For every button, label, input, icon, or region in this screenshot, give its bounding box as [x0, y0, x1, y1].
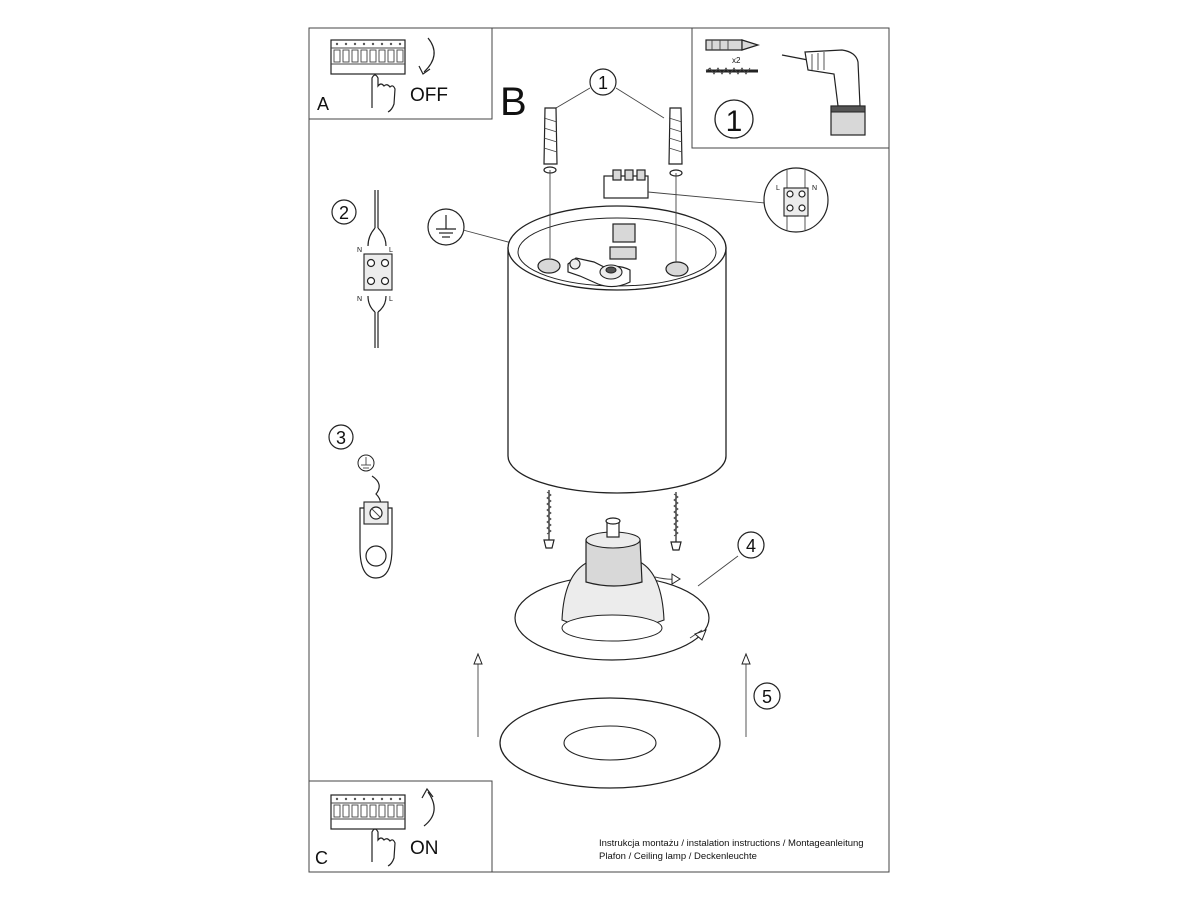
ground-connector: [357, 454, 393, 579]
panel-c-box: [308, 780, 493, 873]
tools-box: [691, 27, 890, 149]
circuit-breaker-icon: [330, 794, 406, 830]
step-5-number: 5: [762, 687, 772, 707]
wiring-n-top: N: [357, 247, 362, 254]
drill-icon: [781, 49, 866, 136]
curved-arrow-icon: [423, 791, 435, 827]
wiring-n-bottom: N: [357, 296, 362, 303]
panel-c-state: ON: [410, 838, 439, 859]
footer-line-1: Instrukcja montażu / instalation instruc…: [599, 838, 864, 849]
terminal-block-icon: [603, 169, 649, 199]
footer-line-2: Plafon / Ceiling lamp / Deckenleuchte: [599, 851, 757, 862]
tools-step-circle: [714, 99, 754, 139]
circuit-breaker-icon: [330, 39, 406, 75]
panel-a-box: [308, 27, 493, 120]
ground-symbol-icon: [427, 208, 465, 246]
step-4-circle: [737, 531, 765, 559]
curved-arrow-icon: [423, 37, 435, 73]
terminal-detail-n: N: [812, 185, 817, 192]
screw-icon: [705, 67, 758, 75]
tools-panel: x2 1: [691, 27, 890, 149]
step-2-number: 2: [339, 203, 349, 223]
wiring-diagram: N L N L: [357, 190, 393, 348]
panel-a-state: OFF: [410, 85, 448, 106]
step-1-circle: [589, 68, 617, 96]
wiring-l-bottom: L: [389, 296, 393, 303]
step-3-circle: [328, 424, 354, 450]
panel-c-letter: C: [315, 848, 328, 868]
terminal-detail: N L: [763, 167, 829, 233]
step-1-number: 1: [598, 73, 608, 93]
panel-a: A OFF: [308, 27, 493, 120]
wall-plug-right: [668, 107, 683, 177]
tools-quantity: x2: [732, 56, 741, 65]
step-5-circle: [753, 682, 781, 710]
panel-b-letter: B: [500, 80, 527, 124]
terminal-detail-l: L: [776, 185, 780, 192]
sheet-border: [308, 27, 890, 873]
step-4-number: 4: [746, 536, 756, 556]
step-3-number: 3: [336, 428, 346, 448]
panel-c: C ON: [308, 780, 493, 873]
light-module: [514, 517, 710, 661]
hand-icon: [371, 74, 396, 113]
wall-plug-icon: [705, 39, 761, 51]
tools-step-number: 1: [726, 105, 743, 138]
push-arrows: [473, 652, 751, 737]
panel-a-letter: A: [317, 94, 329, 114]
step-2-circle: [331, 199, 357, 225]
lamp-housing: [507, 205, 727, 494]
wall-plug-left: [543, 107, 558, 174]
hand-icon: [371, 828, 396, 867]
screw-left: [543, 490, 555, 549]
decorative-ring: [499, 697, 721, 789]
screw-right: [670, 492, 682, 551]
wiring-l-top: L: [389, 247, 393, 254]
